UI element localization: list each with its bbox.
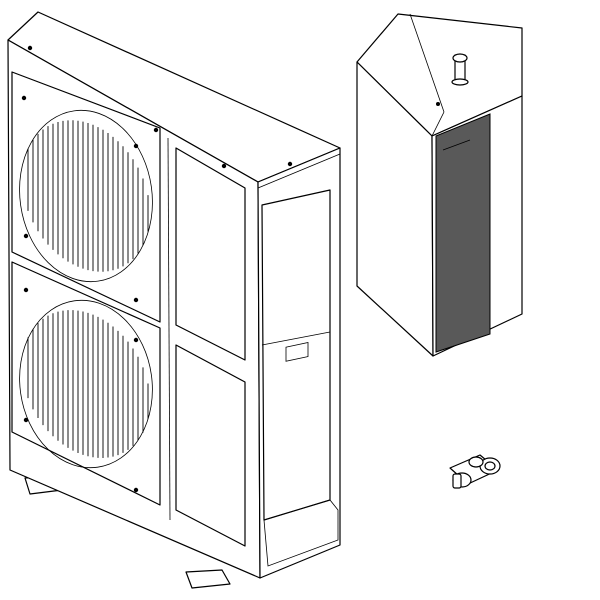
valve-fitting [449,454,501,489]
outdoor-side-handle [285,342,309,362]
outdoor-fan-lower [11,261,161,506]
outdoor-fan-upper [11,71,161,323]
screw-dots [21,45,293,493]
outdoor-foot-right [185,569,231,589]
screw [287,161,293,167]
screw [23,417,29,423]
screw [133,297,139,303]
outdoor-front-panel-upper [175,147,246,361]
screw [133,143,139,149]
screw [21,95,27,101]
screw [221,163,227,169]
screw [23,233,29,239]
indoor-unit [356,13,523,357]
air-vent-fitting [451,53,469,86]
screw [133,337,139,343]
indoor-front-panel [435,113,491,353]
outdoor-unit [7,11,341,589]
screw [27,45,33,51]
screw [23,287,29,293]
outdoor-front-panel-lower [175,344,246,547]
outdoor-side-panel [261,189,331,521]
screw [153,127,159,133]
screw [133,487,139,493]
